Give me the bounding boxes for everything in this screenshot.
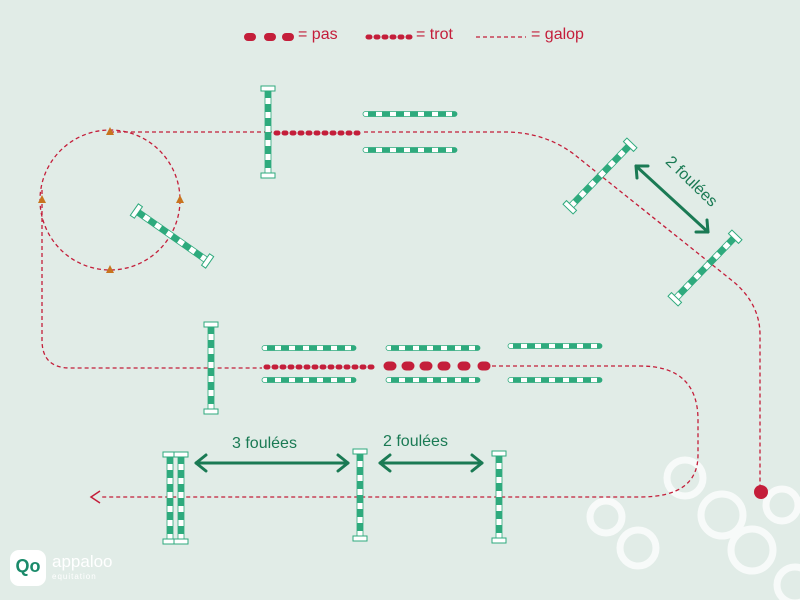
triangle-marker-icon [176, 195, 184, 203]
ground-pole [385, 345, 481, 351]
fence-diagonal-1 [562, 137, 638, 215]
stride-arrows [194, 164, 710, 473]
arrow-head-icon [89, 490, 101, 504]
stride-arrow-bottom-right [378, 453, 484, 473]
watermark-ring [616, 526, 660, 570]
ground-pole [507, 343, 603, 349]
stride-label-diagonal: 2 foulées [662, 153, 721, 210]
ground-pole [362, 111, 458, 117]
fence-bottom-left-a [162, 451, 178, 545]
ground-pole [362, 147, 458, 153]
watermark-ring [762, 485, 800, 525]
legend-trot-label: = trot [416, 26, 453, 43]
legend: = pas = trot = galop [0, 24, 800, 48]
watermark-ring [697, 490, 747, 540]
legend-canter-label: = galop [531, 26, 584, 43]
watermark-ring [773, 563, 800, 600]
fence-bottom-middle [352, 448, 368, 542]
ground-poles [261, 111, 603, 383]
start-point [754, 485, 768, 499]
triangle-marker-icon [106, 127, 114, 135]
fence-diagonal-2 [667, 229, 743, 307]
logo-mark: Qo [15, 556, 41, 576]
legend-walk-label: = pas [298, 26, 338, 43]
watermark-rings [586, 456, 800, 600]
fence-top [260, 85, 276, 179]
fence-diagonal-in-circle [129, 203, 215, 269]
triangle-marker-icon [38, 195, 46, 203]
circle-markers [38, 127, 184, 273]
ground-pole [385, 377, 481, 383]
watermark-ring [663, 456, 707, 500]
stride-arrow-diagonal [634, 164, 710, 234]
fence-bottom-left-b [173, 451, 189, 545]
stride-label-bottom-right: 2 foulées [383, 433, 448, 450]
logo-name: appaloo [52, 552, 113, 571]
ground-pole [507, 377, 603, 383]
stride-arrow-bottom-left [194, 453, 350, 473]
logo-subtitle: equitation [52, 572, 97, 581]
watermark-ring [727, 525, 777, 575]
ground-pole [261, 345, 357, 351]
triangle-marker-icon [106, 265, 114, 273]
watermark-ring [586, 497, 626, 537]
logo-icon: Qo [10, 550, 46, 586]
ground-pole [261, 377, 357, 383]
stride-label-bottom-left: 3 foulées [232, 435, 297, 452]
brand-logo: Qo appaloo equitation [10, 550, 150, 586]
